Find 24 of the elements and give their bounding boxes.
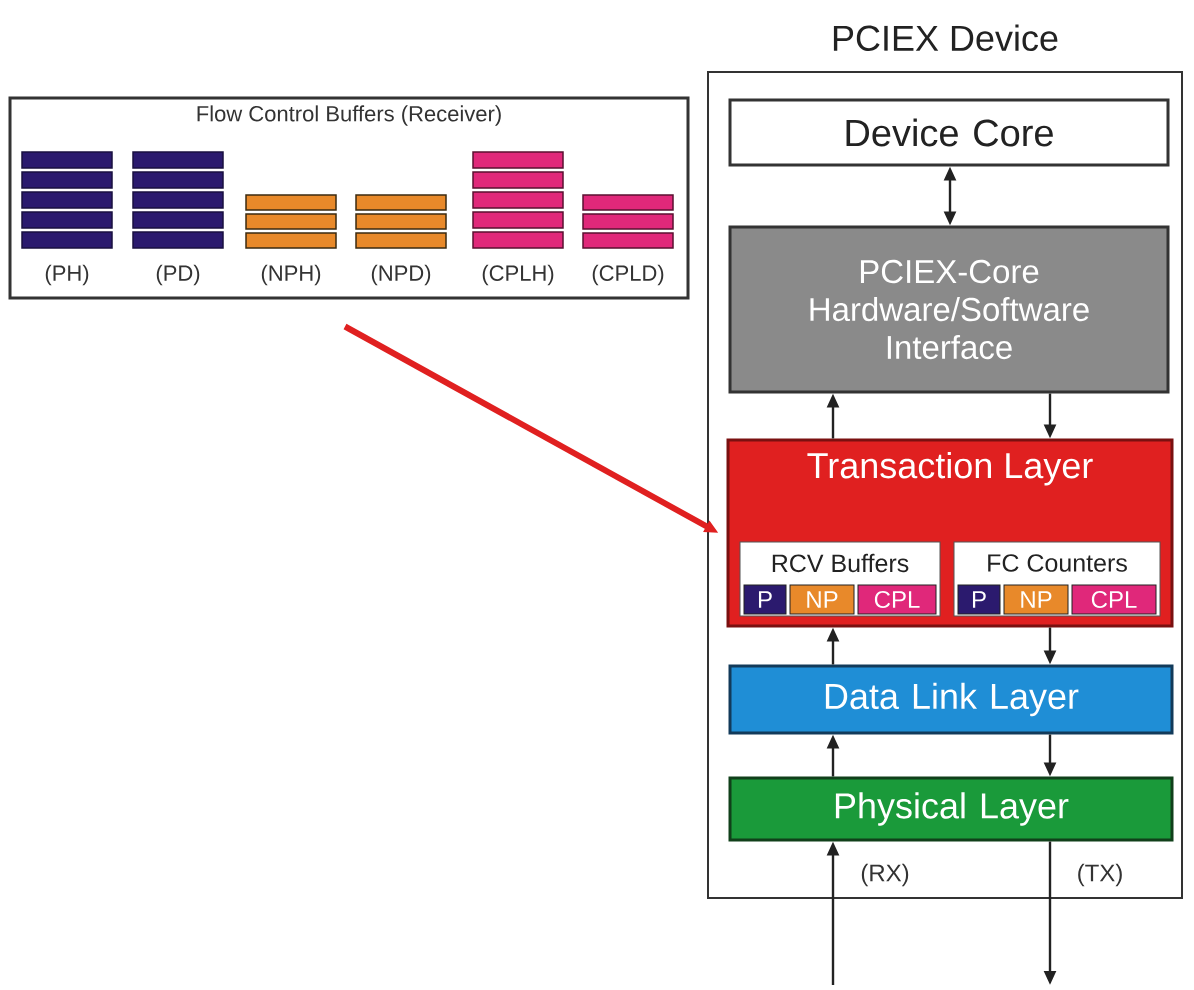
- buffer-label: (PH): [45, 264, 89, 286]
- queue-box: NP: [1003, 584, 1069, 615]
- buffer-stack: [21, 151, 113, 249]
- buffer-stack: [245, 194, 337, 249]
- queue-box: CPL: [857, 584, 937, 615]
- buffer-stack: [582, 194, 674, 249]
- buffer-stack: [355, 194, 447, 249]
- queue-box: P: [957, 584, 1001, 615]
- buffer-label: (PD): [156, 264, 200, 286]
- buffer-stack: [132, 151, 224, 249]
- node-label: PCIEX Device: [833, 24, 1058, 52]
- layer-box: Physical Layer: [728, 776, 1174, 842]
- buffer-stack: [472, 151, 564, 249]
- interface-box: PCIEX-Core Hardware/Software Interface: [728, 225, 1170, 394]
- edge-label: (RX): [858, 861, 912, 889]
- queue-box: NP: [789, 584, 855, 615]
- queue-box: CPL: [1071, 584, 1157, 615]
- buffer-label: (NPD): [371, 264, 431, 286]
- buffer-label: (NPH): [261, 264, 321, 286]
- buffer-label: (CPLD): [592, 264, 664, 286]
- layer-box: Data Link Layer: [728, 664, 1174, 735]
- core-box: Device Core: [728, 98, 1170, 167]
- queue-box: P: [743, 584, 787, 615]
- buffer-label: (CPLH): [482, 264, 554, 286]
